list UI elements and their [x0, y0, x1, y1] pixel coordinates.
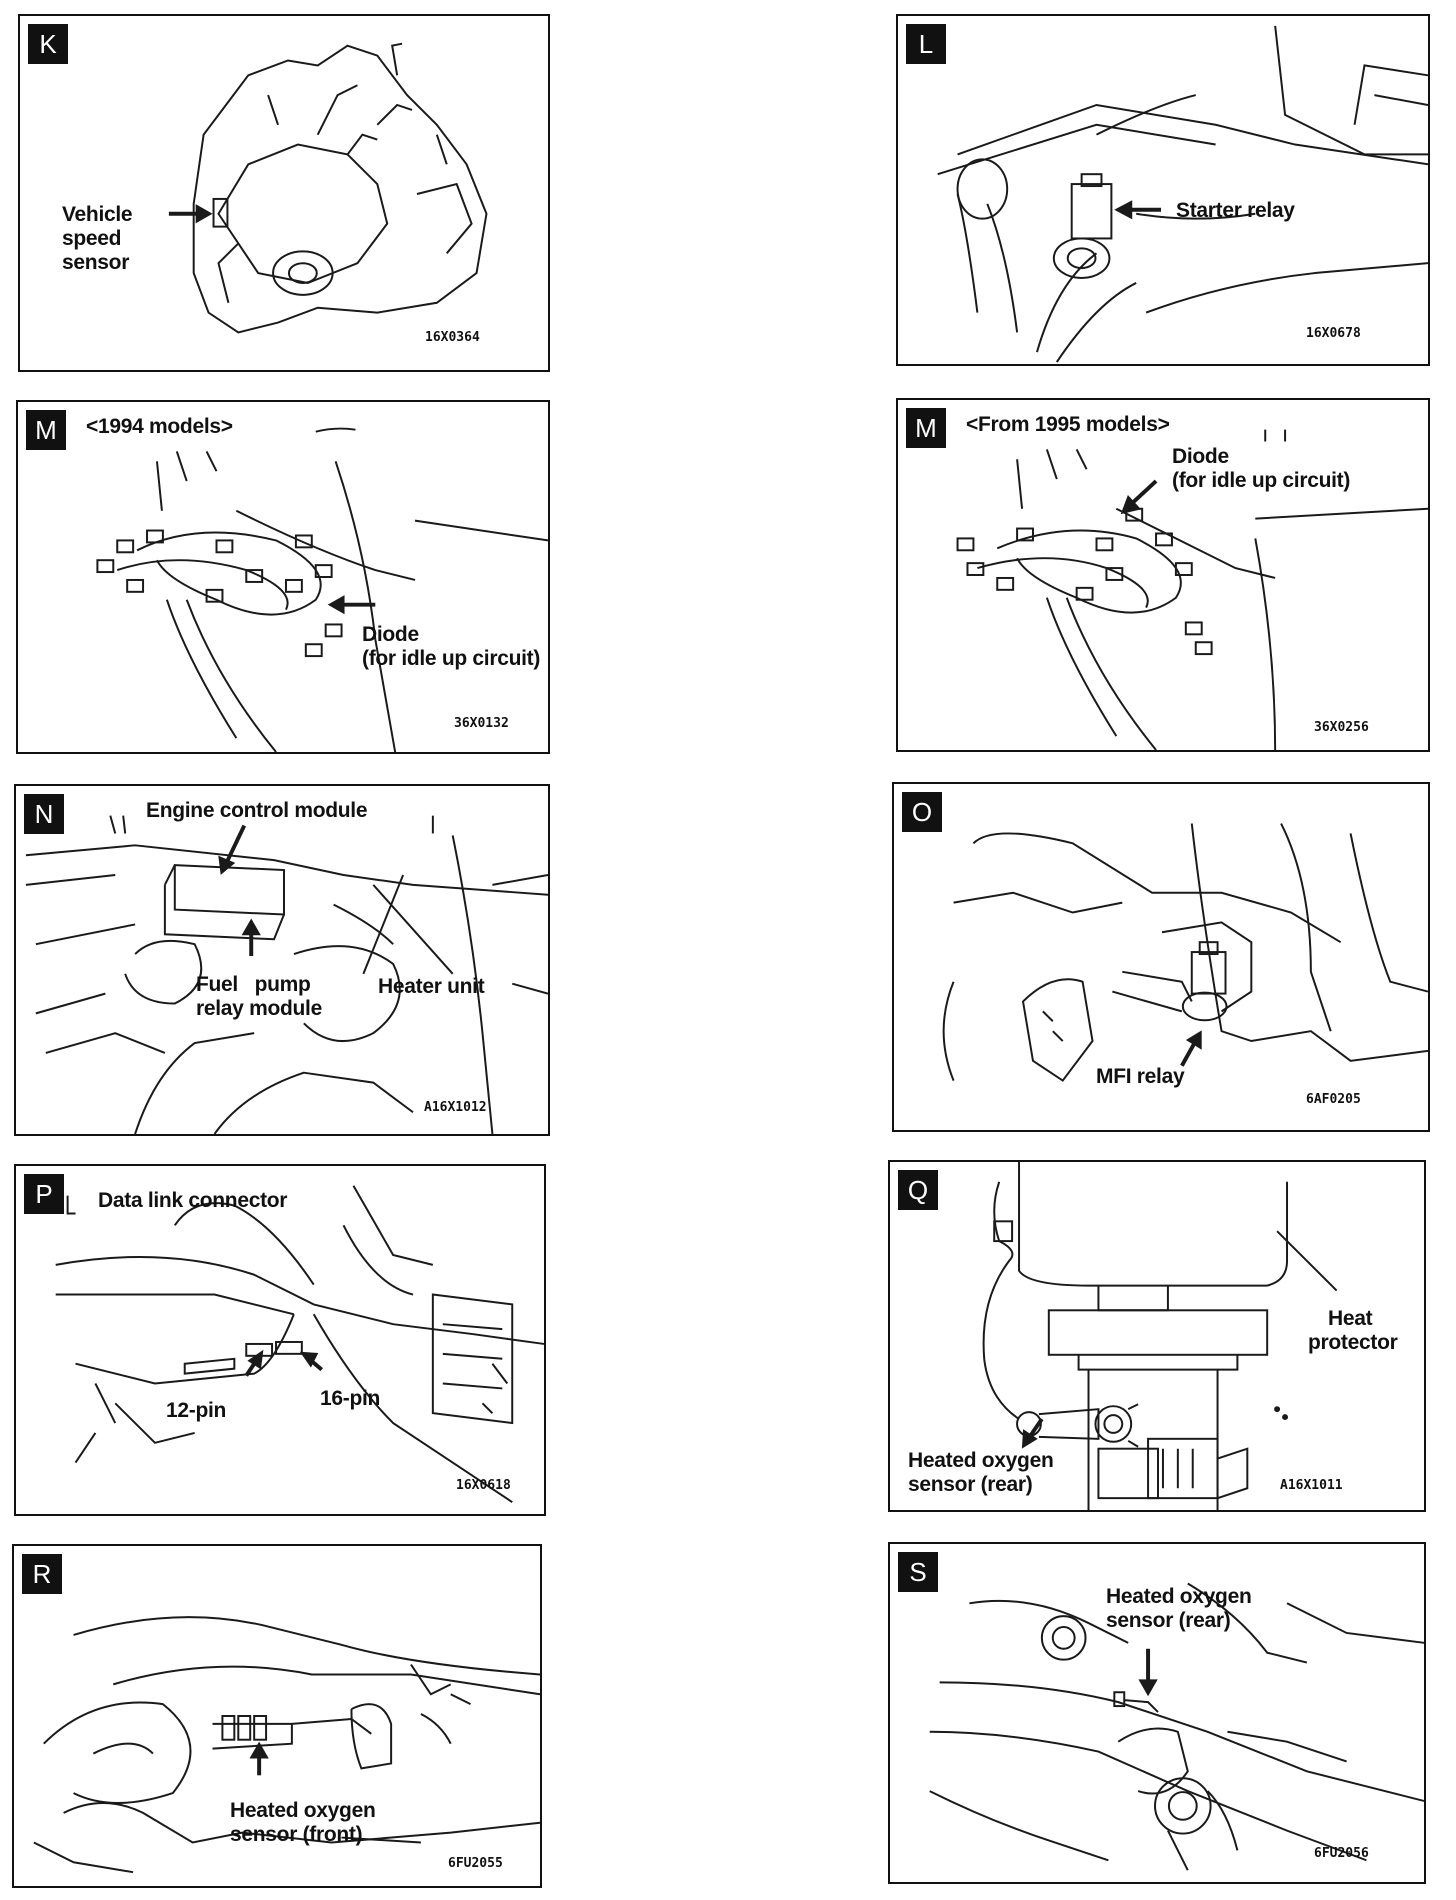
l-label-starter-relay: Starter relay — [1176, 199, 1295, 222]
n-label-fuel-pump: Fuel pump — [196, 973, 311, 996]
panel-l: L Starter relay 16X0678 — [896, 14, 1430, 366]
rear-oxygen-sensor-illustration — [929, 1582, 1424, 1871]
panel-p: P Data link connector 12-pin 16-pin 16X0… — [14, 1164, 546, 1516]
panel-r: R Heated oxygen sensor (front) 6FU2055 — [12, 1544, 542, 1888]
o-label-mfi-relay: MFI relay — [1096, 1065, 1185, 1088]
starter-relay-illustration — [937, 25, 1428, 363]
panel-o-letter: O — [902, 792, 942, 832]
m1-title: <1994 models> — [86, 415, 233, 438]
m1-label-diode-purpose: (for idle up circuit) — [362, 647, 541, 670]
n-label-heater-unit: Heater unit — [378, 975, 485, 998]
m2-label-diode: Diode — [1172, 445, 1229, 468]
front-oxygen-sensor-illustration — [33, 1616, 540, 1874]
p-figure-code: 16X0618 — [456, 1478, 511, 1493]
r-label-sensor-front: sensor (front) — [230, 1823, 363, 1846]
n-label-relay-module: relay module — [196, 997, 322, 1020]
m2-label-diode-purpose: (for idle up circuit) — [1172, 469, 1351, 492]
panel-n-letter: N — [24, 794, 64, 834]
panel-m-1995: M <From 1995 models> Diode (for idle up … — [896, 398, 1430, 752]
panel-s: S Heated oxygen sensor (rear) 6FU2056 — [888, 1542, 1426, 1884]
ecm-illustration — [25, 815, 548, 1134]
k-label-line-3: sensor — [62, 251, 130, 274]
m2-figure-code: 36X0256 — [1314, 720, 1369, 735]
transaxle-illustration — [168, 42, 488, 334]
data-link-connector-illustration — [55, 1185, 544, 1503]
heat-protector-illustration — [982, 1162, 1338, 1510]
k-label-line-2: speed — [62, 227, 122, 250]
p-label-12-pin: 12-pin — [166, 1399, 227, 1422]
panel-l-letter: L — [906, 24, 946, 64]
mfi-relay-illustration — [942, 823, 1428, 1082]
k-figure-code: 16X0364 — [425, 330, 480, 345]
m1-figure-code: 36X0132 — [454, 716, 509, 731]
wiring-harness-1995-illustration — [956, 429, 1428, 750]
panel-k-letter: K — [28, 24, 68, 64]
p-label-data-link-connector: Data link connector — [98, 1189, 288, 1212]
s-label-heated-oxygen: Heated oxygen — [1106, 1585, 1252, 1608]
o-figure-code: 6AF0205 — [1306, 1092, 1361, 1107]
p-label-16-pin: 16-pin — [320, 1387, 381, 1410]
panel-m-1994-letter: M — [26, 410, 66, 450]
panel-p-letter: P — [24, 1174, 64, 1214]
panel-m-1995-letter: M — [906, 408, 946, 448]
s-label-sensor-rear: sensor (rear) — [1106, 1609, 1231, 1632]
panel-q: Q Heat protector Heated oxygen sensor (r… — [888, 1160, 1426, 1512]
panel-s-letter: S — [898, 1552, 938, 1592]
q-label-protector: protector — [1308, 1331, 1398, 1354]
r-label-heated-oxygen: Heated oxygen — [230, 1799, 376, 1822]
wiring-harness-1994-illustration — [96, 427, 548, 752]
s-figure-code: 6FU2056 — [1314, 1846, 1369, 1861]
k-label-line-1: Vehicle — [62, 203, 133, 226]
m1-label-diode: Diode — [362, 623, 419, 646]
r-figure-code: 6FU2055 — [448, 1856, 503, 1871]
panel-n: N Engine control module Fuel pump relay … — [14, 784, 550, 1136]
panel-r-letter: R — [22, 1554, 62, 1594]
panel-k: K Vehicle speed sensor 16X0364 — [18, 14, 550, 372]
q-label-heated-oxygen: Heated oxygen — [908, 1449, 1054, 1472]
q-label-sensor-rear: sensor (rear) — [908, 1473, 1033, 1496]
l-figure-code: 16X0678 — [1306, 326, 1361, 341]
n-label-ecm: Engine control module — [146, 799, 368, 822]
panel-m-1994: M <1994 models> Diode (for idle up circu… — [16, 400, 550, 754]
q-label-heat: Heat — [1328, 1307, 1373, 1330]
q-figure-code: A16X1011 — [1280, 1478, 1343, 1493]
m2-title: <From 1995 models> — [966, 413, 1170, 436]
n-figure-code: A16X1012 — [424, 1100, 487, 1115]
panel-q-letter: Q — [898, 1170, 938, 1210]
panel-o: O MFI relay 6AF0205 — [892, 782, 1430, 1132]
